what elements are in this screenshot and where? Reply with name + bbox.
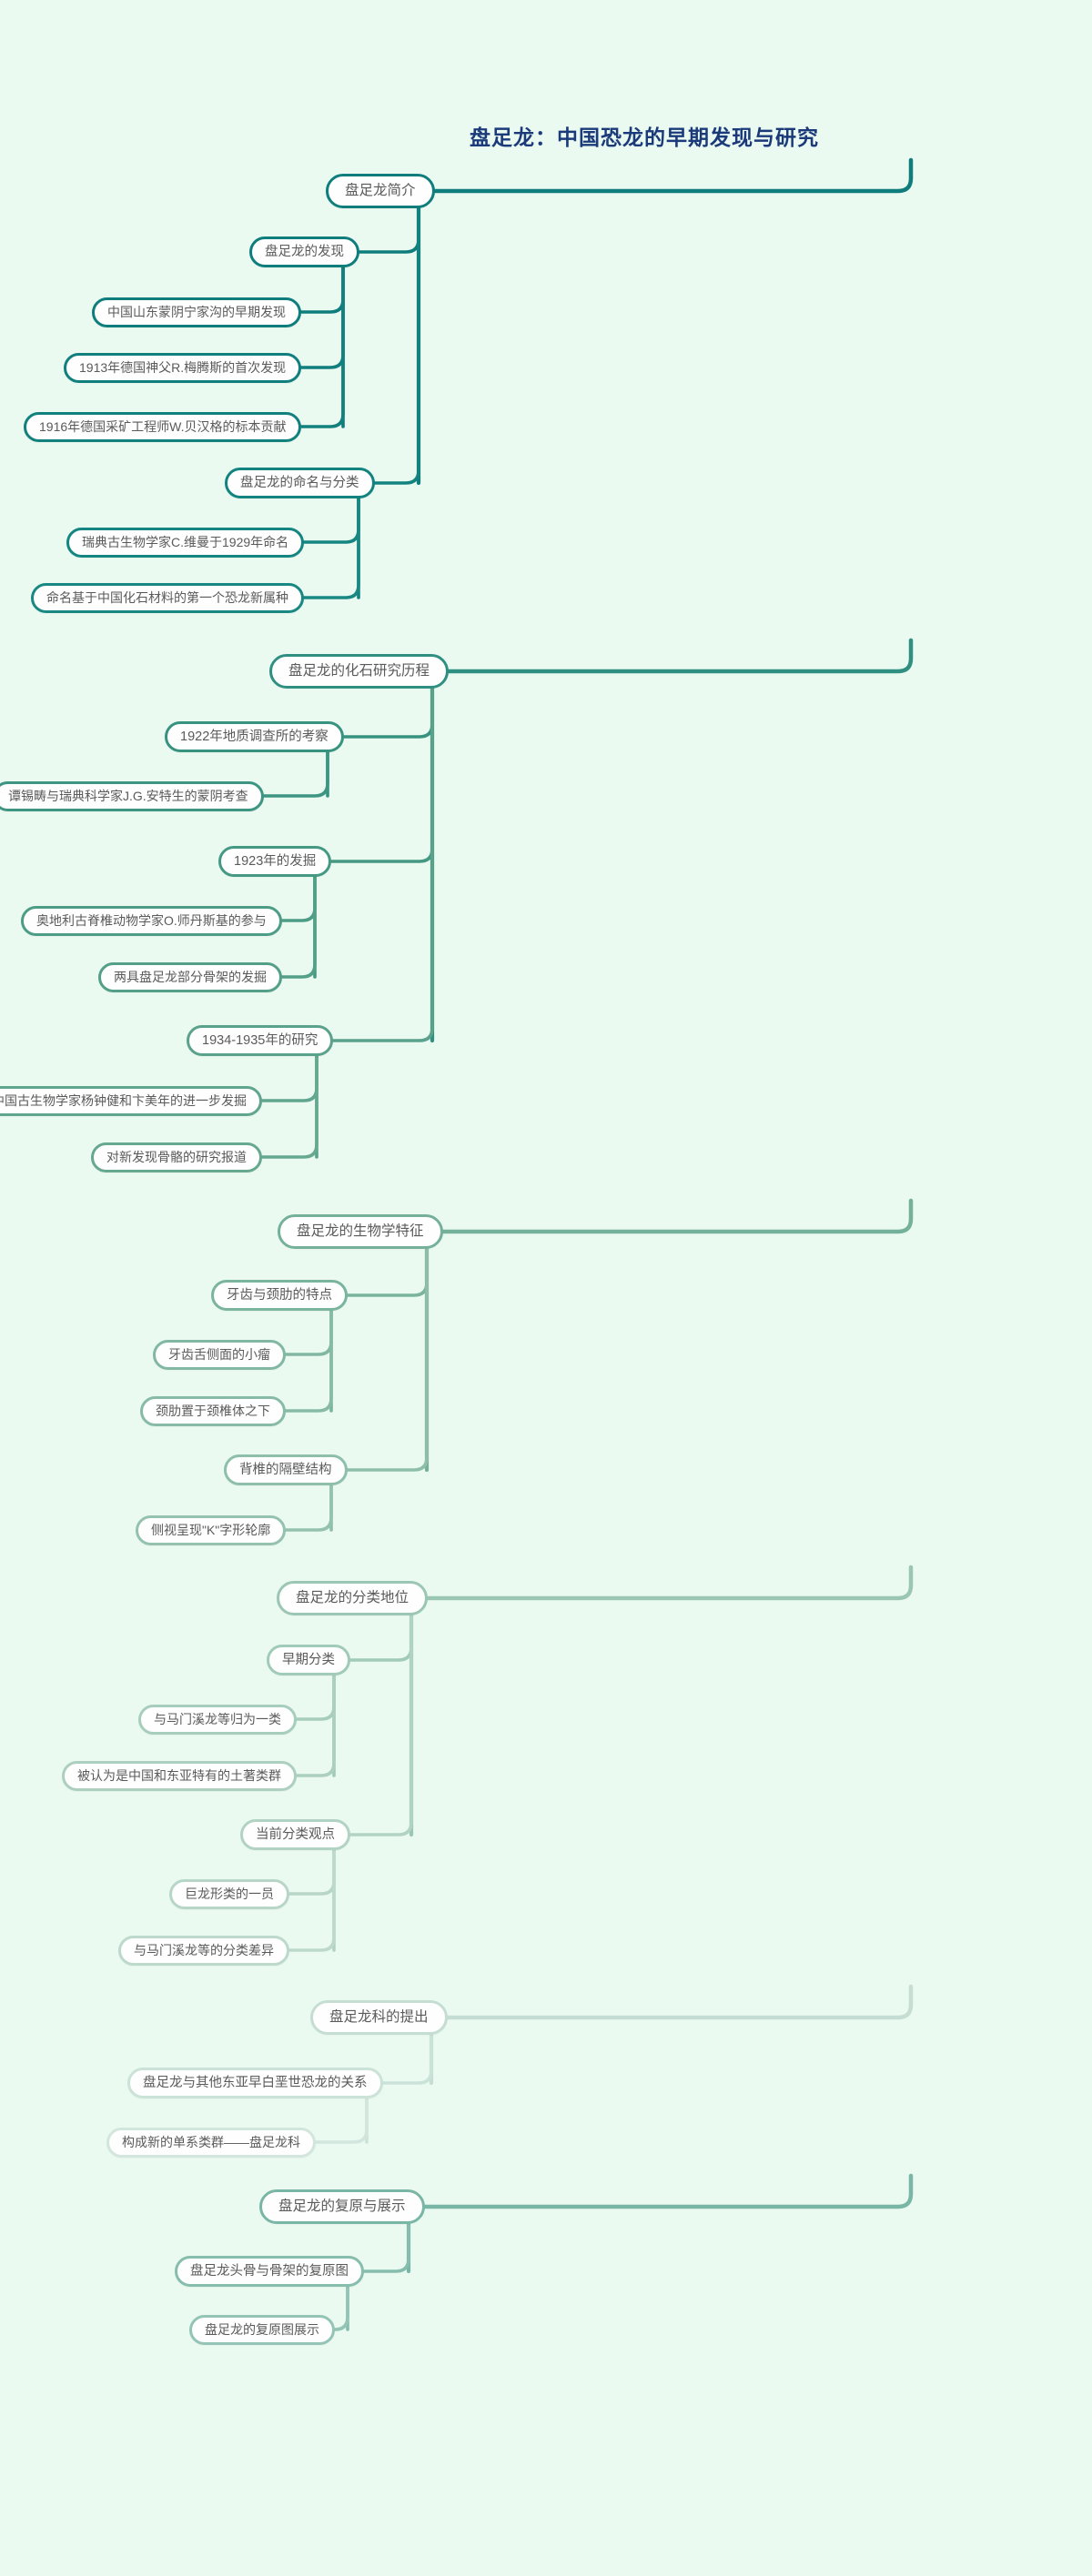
connector bbox=[342, 687, 434, 739]
connector bbox=[346, 1247, 429, 1297]
connector bbox=[445, 1984, 914, 2020]
mindmap-node[interactable]: 中国山东蒙阴宁家沟的早期发现 bbox=[92, 297, 301, 327]
connector bbox=[302, 497, 360, 544]
connector bbox=[422, 2173, 914, 2209]
mindmap-node[interactable]: 两具盘足龙部分骨架的发掘 bbox=[98, 961, 282, 992]
connector bbox=[295, 1674, 336, 1721]
connector bbox=[280, 875, 317, 979]
mindmap-node[interactable]: 1922年地质调查所的考察 bbox=[165, 721, 344, 752]
mindmap-node[interactable]: 与马门溪龙等的分类差异 bbox=[118, 1935, 289, 1966]
connector bbox=[280, 875, 317, 922]
connector bbox=[262, 750, 329, 798]
connector bbox=[314, 2097, 369, 2144]
connector bbox=[432, 157, 914, 194]
connector bbox=[295, 1674, 336, 1777]
connector bbox=[349, 1614, 413, 1836]
connector bbox=[425, 1565, 914, 1601]
connector bbox=[288, 1848, 336, 1952]
mindmap-node[interactable]: 盘足龙的化石研究历程 bbox=[269, 654, 450, 689]
mindmap-node[interactable]: 盘足龙的命名与分类 bbox=[225, 468, 375, 498]
mindmap-node[interactable]: 谭锡畴与瑞典科学家J.G.安特生的蒙阴考查 bbox=[0, 780, 264, 811]
page-title: 盘足龙：中国恐龙的早期发现与研究 bbox=[470, 126, 819, 149]
connector bbox=[446, 638, 914, 674]
connector bbox=[362, 2222, 410, 2273]
connector bbox=[299, 266, 345, 314]
mindmap-node[interactable]: 1916年德国采矿工程师W.贝汉格的标本贡献 bbox=[24, 411, 302, 442]
mindmap-node[interactable]: 命名基于中国化石材料的第一个恐龙新属种 bbox=[31, 582, 304, 613]
mindmap-node[interactable]: 早期分类 bbox=[267, 1645, 350, 1675]
connector bbox=[299, 266, 345, 369]
connector bbox=[299, 266, 345, 428]
mindmap-node[interactable]: 盘足龙的分类地位 bbox=[277, 1581, 429, 1615]
mindmap-node[interactable]: 牙齿舌侧面的小瘤 bbox=[153, 1339, 286, 1370]
mindmap-node[interactable]: 盘足龙的复原图展示 bbox=[189, 2314, 335, 2345]
mindmap-node[interactable]: 盘足龙与其他东亚早白垩世恐龙的关系 bbox=[127, 2068, 383, 2098]
mindmap-node[interactable]: 1913年德国神父R.梅腾斯的首次发现 bbox=[64, 352, 302, 383]
mindmap-node[interactable]: 奥地利古脊椎动物学家O.师丹斯基的参与 bbox=[21, 905, 282, 936]
connector bbox=[260, 1054, 318, 1159]
mindmap-node[interactable]: 巨龙形类的一员 bbox=[169, 1878, 289, 1909]
connector bbox=[260, 1054, 318, 1102]
mindmap-node[interactable]: 盘足龙的发现 bbox=[249, 236, 359, 267]
mindmap-node[interactable]: 对新发现骨骼的研究报道 bbox=[91, 1142, 262, 1172]
mindmap-node[interactable]: 盘足龙简介 bbox=[326, 174, 435, 208]
mindmap-node[interactable]: 被认为是中国和东亚特有的土著类群 bbox=[62, 1760, 297, 1791]
connector bbox=[346, 1247, 429, 1472]
connector bbox=[331, 687, 434, 1042]
mindmap-node[interactable]: 1934-1935年的研究 bbox=[187, 1025, 334, 1056]
connector bbox=[329, 687, 434, 863]
mindmap-node[interactable]: 与马门溪龙等归为一类 bbox=[138, 1704, 297, 1735]
mindmap-node[interactable]: 1923年的发掘 bbox=[218, 846, 332, 877]
mindmap-node[interactable]: 盘足龙科的提出 bbox=[310, 2000, 448, 2035]
mindmap-node[interactable]: 中国古生物学家杨钟健和卞美年的进一步发掘 bbox=[0, 1085, 262, 1116]
mindmap-node[interactable]: 瑞典古生物学家C.维曼于1929年命名 bbox=[66, 527, 305, 558]
connector bbox=[284, 1484, 333, 1532]
mindmap-node[interactable]: 盘足龙的复原与展示 bbox=[259, 2189, 425, 2224]
connector bbox=[349, 1614, 413, 1662]
connector bbox=[302, 497, 360, 599]
mindmap-node[interactable]: 盘足龙的生物学特征 bbox=[278, 1214, 443, 1249]
connector bbox=[333, 2285, 349, 2331]
mindmap-node[interactable]: 构成新的单系类群——盘足龙科 bbox=[106, 2127, 316, 2158]
mindmap-node[interactable]: 颈肋置于颈椎体之下 bbox=[140, 1395, 286, 1426]
mindmap-node[interactable]: 背椎的隔壁结构 bbox=[224, 1454, 348, 1485]
connector bbox=[373, 206, 420, 485]
mindmap-node[interactable]: 侧视呈现"K"字形轮廓 bbox=[136, 1514, 287, 1545]
mindmap-node[interactable]: 当前分类观点 bbox=[240, 1819, 350, 1850]
mindmap-node[interactable]: 盘足龙头骨与骨架的复原图 bbox=[175, 2256, 364, 2287]
connector bbox=[358, 206, 420, 254]
connector bbox=[284, 1309, 333, 1413]
mindmap-node[interactable]: 牙齿与颈肋的特点 bbox=[211, 1280, 348, 1311]
connector bbox=[381, 2033, 433, 2085]
connector bbox=[288, 1848, 336, 1896]
connector bbox=[284, 1309, 333, 1356]
connector bbox=[440, 1198, 914, 1234]
